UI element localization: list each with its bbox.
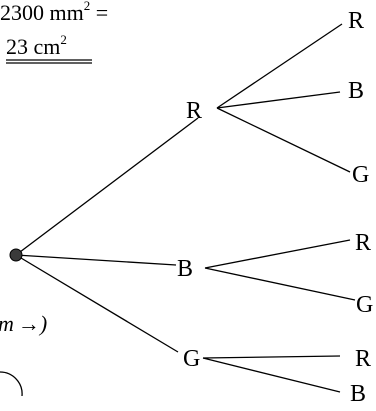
node-g: G	[183, 346, 200, 372]
leaf-b-r: R	[355, 230, 371, 256]
edge-root-g	[15, 254, 179, 353]
leaf-g-r: R	[355, 346, 371, 372]
edge-root-r	[15, 117, 199, 256]
area-line-2: 23 cm2	[6, 32, 67, 59]
tree-edges	[15, 23, 356, 393]
edge-r-r	[216, 23, 343, 109]
area-line-1-prefix: 2300 mm	[0, 0, 84, 25]
area-line-2-prefix: 23 cm	[6, 34, 60, 59]
node-r: R	[186, 98, 202, 124]
root-node	[9, 248, 23, 262]
leaf-b-g: G	[356, 292, 373, 318]
margin-note-paren: )	[38, 311, 47, 336]
edge-g-r	[202, 355, 341, 359]
leaf-nodes: R B G R G R B	[348, 8, 373, 407]
edge-b-r	[204, 239, 351, 269]
margin-note-arrow: →	[18, 311, 40, 336]
margin-note-letter: m	[0, 311, 14, 336]
area-line-2-sup: 2	[60, 32, 67, 47]
area-line-1: 2300 mm2 =	[0, 0, 108, 25]
leaf-r-b: B	[348, 78, 364, 104]
leaf-r-r: R	[348, 8, 364, 34]
edge-r-b	[216, 91, 341, 109]
area-line-1-sup: 2	[84, 0, 91, 13]
edge-b-g	[204, 267, 356, 301]
edge-root-b	[15, 254, 177, 266]
leaf-g-b: B	[350, 381, 366, 407]
edge-g-b	[202, 357, 341, 393]
node-b: B	[177, 256, 193, 282]
level-1-nodes: R B G	[177, 98, 202, 372]
margin-note: m→)	[0, 311, 47, 397]
area-line-1-suffix: =	[90, 0, 108, 25]
margin-note-text: m→)	[0, 311, 47, 336]
margin-note-arc	[0, 371, 23, 397]
area-conversion-note: 2300 mm2 = 23 cm2	[0, 0, 108, 64]
leaf-r-g: G	[352, 162, 369, 188]
edge-r-g	[216, 107, 351, 173]
